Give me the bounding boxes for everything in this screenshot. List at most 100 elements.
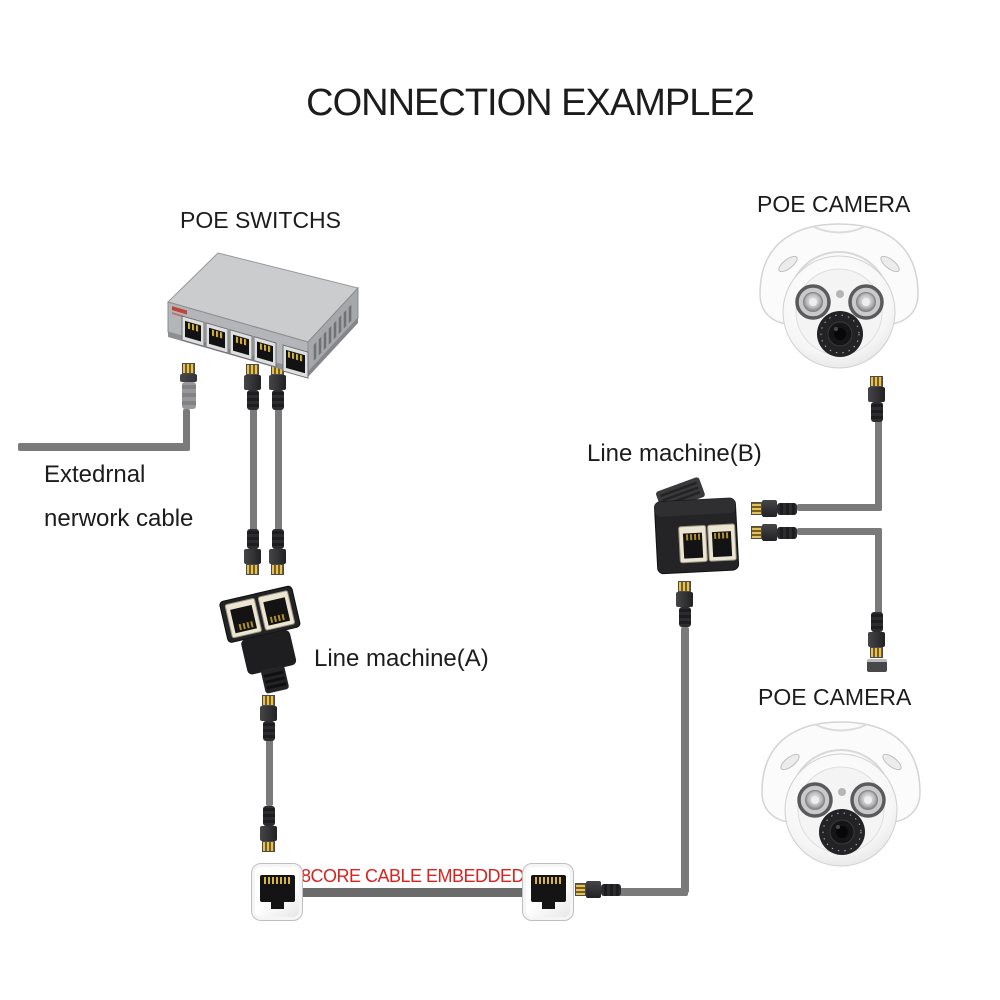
plug-gold-contacts [678, 581, 691, 592]
plug-boot [678, 607, 691, 627]
camera-base-seam [815, 724, 867, 732]
jack-notch [542, 902, 555, 909]
camera-base-slot-right [882, 753, 902, 771]
poe-camera-label-top: POE CAMERA [757, 191, 911, 217]
splitter-tail [261, 665, 289, 694]
plug-head [260, 826, 277, 841]
plug-boot [262, 806, 275, 826]
rj45-plug-b-port-2 [751, 524, 797, 541]
rj45-port-3 [229, 329, 253, 361]
rj45-plug-camera2 [868, 612, 885, 658]
plug-gold-contacts [246, 364, 259, 375]
plug-boot [246, 390, 259, 410]
splitter-port-1 [678, 525, 708, 564]
cable-switch-to-a-1 [250, 409, 257, 531]
rj45-plug-b-port-1 [751, 500, 797, 517]
splitter-port-2 [707, 523, 737, 562]
splitter-body [241, 630, 297, 675]
rj45-wall-jack-left [251, 863, 303, 921]
cable-b-port2 [797, 528, 882, 535]
light-sensor-dot [838, 788, 846, 796]
external-cable-label-line1: Extedrnal [44, 461, 146, 488]
plug-head [762, 500, 777, 517]
poe-camera-bottom [761, 721, 921, 867]
plug-head [260, 706, 277, 721]
poe-camera-top [759, 223, 919, 369]
plug-boot [777, 502, 797, 515]
ir-led-right [850, 782, 886, 818]
jack-opening [260, 875, 295, 909]
splitter-port-2 [257, 590, 296, 631]
cable-b-port1 [797, 504, 882, 511]
jack-opening [531, 875, 566, 909]
switch-logo [172, 306, 187, 315]
switch-port-row [172, 306, 309, 379]
plug-gold-contacts [751, 526, 762, 539]
plug-gold-contacts [246, 564, 259, 575]
rj45-plug-a-in-2 [269, 529, 286, 575]
line-machine-b-label: Line machine(B) [587, 440, 762, 467]
cable-embedded-8core [300, 888, 525, 897]
rj45-port-2 [205, 322, 229, 354]
ir-led-left [797, 782, 833, 818]
ir-led-left [795, 284, 831, 320]
plug-boot [246, 529, 259, 549]
rj45-plug-camera1 [868, 376, 885, 422]
rj45-plug-switch-1 [244, 364, 261, 410]
cable-a-to-jack [266, 740, 273, 806]
rj45-plug-b-out [676, 581, 693, 627]
plug-head [269, 549, 286, 564]
plug-gold-contacts [870, 376, 883, 387]
embedded-cable-label: 8CORE CABLE EMBEDDED [301, 866, 525, 886]
rj45-port-uplink [282, 344, 309, 379]
cable-external-vertical [183, 409, 190, 448]
line-machine-a-label: Line machine(A) [314, 645, 489, 672]
jack-notch [271, 902, 284, 909]
line-machine-b [654, 477, 740, 575]
camera-base-slot-left [778, 255, 798, 273]
plug-boot [870, 402, 883, 422]
rj45-wall-jack-right [522, 863, 574, 921]
diagram-title: CONNECTION EXAMPLE2 [306, 82, 755, 124]
line-machine-a [219, 585, 301, 694]
cable-to-camera2 [875, 528, 882, 615]
poe-switch [167, 252, 359, 379]
camera-lens [817, 311, 863, 357]
switch-right-base [308, 318, 358, 377]
plug-boot [271, 529, 284, 549]
plug-gold-contacts [870, 647, 883, 658]
ir-led-right [848, 284, 884, 320]
cable-jack-to-corner [616, 888, 688, 896]
plug-head [244, 375, 261, 390]
jack-gold-pins [264, 877, 291, 884]
plug-head [762, 524, 777, 541]
plug-gold-contacts [262, 841, 275, 852]
camera-base-seam [813, 226, 865, 234]
poe-switch-label: POE SWITCHS [180, 207, 342, 233]
plug-head [269, 375, 286, 390]
rj45-plug-right-jack [575, 881, 621, 898]
plug-head [676, 592, 693, 607]
plug-head [180, 374, 197, 382]
plug-head [868, 632, 885, 647]
plug-gold-contacts [182, 363, 195, 374]
poe-camera-label-bottom: POE CAMERA [758, 684, 912, 710]
plug-head [244, 549, 261, 564]
switch-vents [313, 304, 352, 361]
cable-switch-to-a-2 [275, 409, 282, 531]
plug-boot [601, 883, 621, 896]
plug-boot [181, 382, 196, 409]
plug-head [586, 881, 601, 898]
cable-camera1-down [875, 420, 882, 511]
plug-gold-contacts [751, 502, 762, 515]
light-sensor-dot [836, 290, 844, 298]
camera-base-slot-left [780, 753, 800, 771]
splitter-port-1 [224, 598, 262, 639]
plug-boot [870, 612, 883, 632]
plug-gold-contacts [271, 564, 284, 575]
cable-corner-to-b [681, 627, 689, 893]
plug-head [868, 387, 885, 402]
cable-external-horizontal [18, 443, 190, 451]
rj45-plug-external [180, 363, 197, 409]
